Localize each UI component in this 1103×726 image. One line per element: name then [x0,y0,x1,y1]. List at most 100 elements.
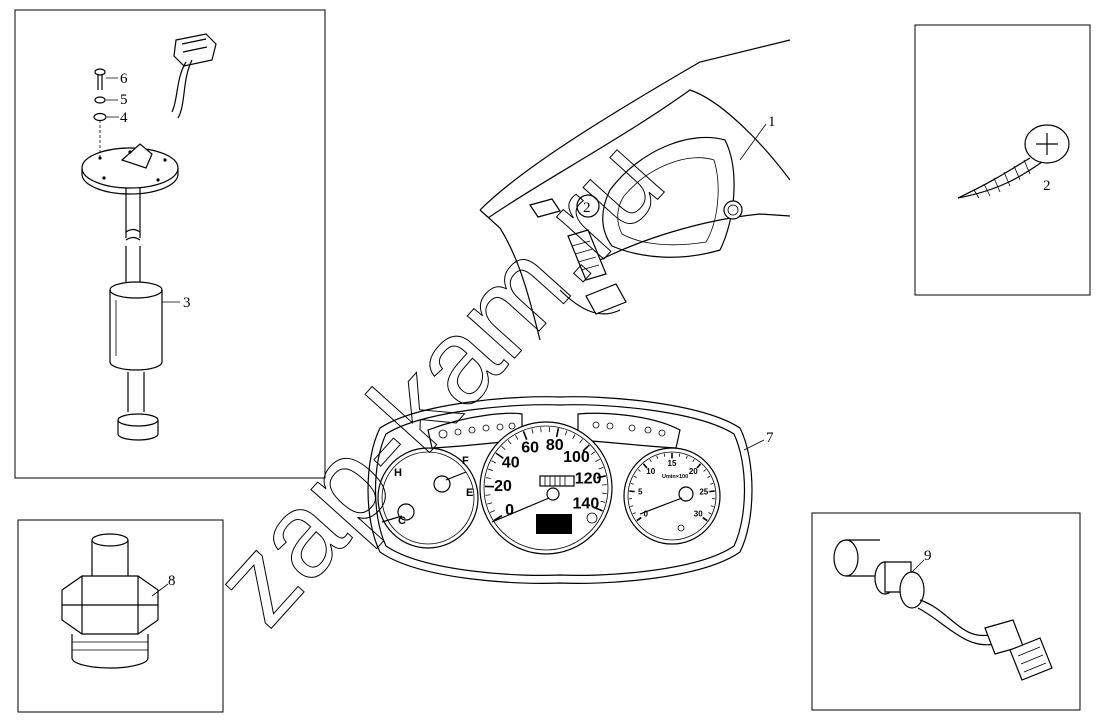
sender-connector [171,33,217,119]
fuel-full-label: F [462,455,469,467]
tacho-lamp-icon [677,524,685,532]
minor-tick [590,451,596,456]
sensor-leader [151,583,169,597]
speed-label-40: 40 [502,455,520,472]
fuel-temp-needles [381,471,467,523]
minor-tick [515,435,519,440]
watermark: zap-kam.ru [188,114,689,650]
rpm-label-30: 30 [694,509,703,518]
speedometer: 0 20 40 60 80 100 120 140 [479,421,613,555]
dash-upper-line [487,89,791,219]
dash-switch-pair [585,283,627,315]
tachometer-ticks [629,453,715,522]
dash-console-curve [559,289,621,315]
callout-8: 8 [168,573,176,589]
dash-leader [739,123,767,161]
major-tick [522,431,528,440]
trip-display [536,514,572,534]
minor-tick [501,445,506,450]
fuel-temp-gauge: F E H C [377,447,479,549]
minor-tick [564,430,568,436]
tachometer: 0 5 10 15 20 25 30 Umin×100 [623,447,721,545]
switch-block [567,229,607,281]
minor-tick [579,438,583,444]
minor-tick [678,453,681,457]
major-tick [555,428,560,438]
speed-label-140: 140 [573,495,600,512]
minor-tick [485,477,491,479]
major-tick [495,452,504,459]
callout-1: 1 [768,114,776,130]
harness-connector-right [984,619,1053,681]
minor-tick [600,500,606,503]
cluster-hood [602,136,735,258]
temp-hot-label: H [394,467,402,479]
instrument-cluster: F E H C 0 20 40 60 80 100 120 140 [367,396,774,584]
speedometer-labels: 0 20 40 60 80 100 120 140 [494,437,601,519]
cluster-inner-bezel [374,404,746,576]
tachometer-needle [639,497,683,515]
temp-cold-label: C [398,515,406,527]
major-tick [702,516,708,522]
minor-tick [595,458,600,462]
tachometer-hub [678,486,694,502]
speed-label-100: 100 [563,449,590,466]
harness-wires [917,599,996,646]
callout-4: 4 [120,110,128,126]
minor-tick [630,482,634,485]
harness-leader [911,559,925,573]
fuel-empty-label: E [466,487,473,499]
major-tick [493,514,503,522]
rpm-label-10: 10 [646,467,655,476]
minor-tick [710,482,714,485]
callout-6: 6 [120,71,128,87]
dash-round-knob [723,200,743,220]
temperature-sensor [61,533,159,669]
callout-7: 7 [766,430,774,446]
sender-screw-6 [94,68,106,90]
speed-label-120: 120 [575,471,602,488]
minor-tick [656,455,659,459]
right-lamp-icons [592,421,666,437]
cluster-opening [617,157,719,246]
cluster-leader [743,439,765,451]
minor-tick [630,505,634,507]
callout-9: 9 [924,548,932,564]
major-tick [629,490,635,493]
dash-left-edge [479,209,541,341]
callout-2-screw: 2 [1043,178,1051,194]
minor-tick [507,439,512,445]
major-tick [593,506,603,512]
major-tick [642,463,648,469]
speed-label-20: 20 [494,478,512,495]
sender-leaders [106,77,180,303]
minor-tick [633,475,637,478]
minor-tick [708,512,712,515]
minor-tick [703,469,707,472]
harness-frame [811,512,1081,711]
callout-5: 5 [120,92,128,108]
minor-tick [707,475,711,478]
odometer-digits [544,476,566,486]
minor-tick [531,428,534,434]
minor-tick [489,510,495,513]
rpm-label-25: 25 [699,487,708,496]
callout-2-circle [576,194,600,218]
sensor-frame [17,519,224,713]
speedometer-hub [546,487,560,501]
cluster-outer-bezel [367,396,753,584]
speedometer-needle [491,497,550,523]
minor-tick [685,455,688,459]
screw-panel: 2 [914,24,1091,296]
major-tick [696,463,702,469]
right-warning-lamp-strip [577,412,681,449]
minor-tick [649,459,652,463]
sender-float [109,281,163,371]
rpm-label-0: 0 [644,509,649,518]
screw-frame [914,24,1091,296]
sender-flange [81,143,179,195]
sender-washer-5 [94,96,106,104]
minor-tick [487,468,493,471]
sender-tube [125,188,141,282]
